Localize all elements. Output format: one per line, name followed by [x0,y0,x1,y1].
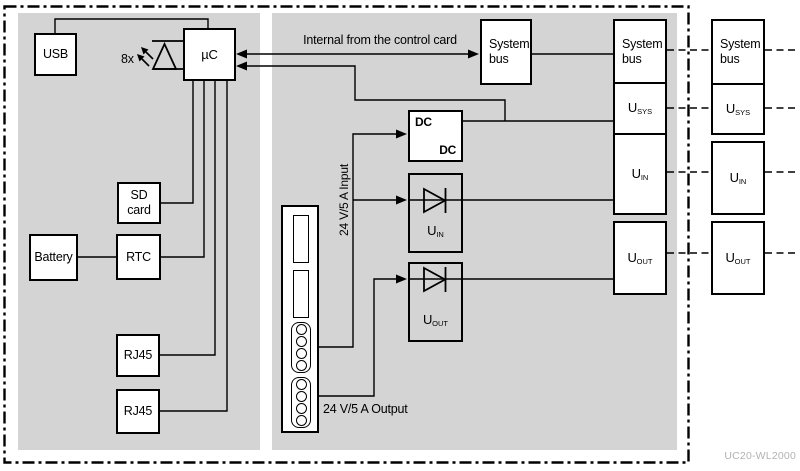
uout-diode-icon [410,266,461,293]
arrow-into-systembus-icon [468,49,479,59]
inner-system-bus-line1: System [622,36,663,51]
uin-diode-label: UIN [427,223,444,239]
battery-label: Battery [34,250,73,264]
terminal-circle [295,360,307,371]
wires [54,18,613,412]
led-count-label: 8x [121,52,134,66]
terminal-circle [295,324,307,335]
mcu-box: µC [183,28,236,81]
arrow-into-mcu-2-icon [236,61,247,71]
wire-output-uout [311,278,398,397]
inner-uout-label: UOUT [627,250,653,266]
arrowheads [236,49,479,284]
outer-usys-cell: USYS [711,82,765,135]
outer-system-bus-line1: System [720,37,761,51]
wire-mcu-sdcard [160,80,194,204]
rj45-top-label: RJ45 [123,348,153,362]
usb-box: USB [34,33,77,76]
system-bus-mid-label-line1: System [489,37,530,51]
outer-system-bus-line2: bus [720,52,740,66]
sd-card-box: SD card [117,182,161,224]
arrow-into-uin-icon [396,195,407,205]
inner-system-bus-cell: System bus [613,19,667,84]
inner-uin-label: UIN [631,165,649,182]
left-board-panel [18,13,260,450]
inner-system-bus-line2: bus [622,51,642,66]
dcdc-converter-box: DC DC [408,110,463,162]
outer-uout-cell: UOUT [711,221,765,295]
rtc-label: RTC [126,249,151,264]
outer-system-bus-cell: System bus [711,19,765,85]
main-board-panel [272,13,677,450]
uout-diode-box: UOUT [408,262,463,342]
rj45-box-bottom: RJ45 [116,389,160,434]
power-connector [281,205,319,433]
sd-card-label-line1: SD [130,188,148,202]
terminal-circle [295,403,307,414]
dashed-bus-links [667,49,799,254]
rtc-box: RTC [116,234,161,280]
watermark-label: UC20-WL2000 [724,450,796,462]
internal-bus-label: Internal from the control card [303,33,457,47]
mcu-label: µC [201,46,218,62]
device-boundary-border [3,5,690,464]
terminal-circle [295,415,307,426]
terminal-circle [295,348,307,359]
terminal-circle [295,391,307,402]
terminal-group-output [291,377,311,428]
rj45-bottom-label: RJ45 [123,404,153,418]
outer-uin-cell: UIN [711,141,765,215]
inner-usys-label: USYS [627,100,653,117]
system-bus-mid-label-line2: bus [489,52,509,66]
dcdc-label-bottom: DC [439,142,456,157]
sd-card-label-line2: card [127,203,151,217]
wire-mcu-rtc [160,80,205,258]
outer-uin-label: UIN [729,170,747,186]
wire-mcu-rj45-top [159,80,216,356]
wire-input-dcdc [311,133,398,348]
rj45-box-top: RJ45 [116,334,160,377]
connector-slot-1 [293,215,309,263]
uin-diode-icon [410,187,461,214]
system-bus-mid-box: System bus [480,19,532,85]
wire-usb-mcu [54,18,209,33]
uout-diode-label: UOUT [422,312,449,328]
inner-uin-cell: UIN [613,132,667,215]
arrow-into-mcu-1-icon [236,49,247,59]
output-24v-label: 24 V/5 A Output [323,402,408,416]
dcdc-label-top: DC [415,115,432,129]
uin-diode-box: UIN [408,173,463,253]
terminal-circle [295,379,307,390]
battery-box: Battery [29,234,78,281]
arrow-into-uout-icon [396,274,407,284]
wire-mcu-rj45-bottom [159,80,228,412]
led-icon [137,40,183,70]
outer-uout-label: UOUT [725,250,751,266]
connector-slot-2 [293,270,309,318]
terminal-circle [295,336,307,347]
wire-mcu-usys [244,65,506,121]
inner-usys-cell: USYS [613,81,667,135]
inner-uout-cell: UOUT [613,221,667,295]
arrow-into-dcdc-icon [396,129,407,139]
outer-usys-label: USYS [725,100,751,117]
terminal-group-input [291,322,311,373]
input-24v-label: 24 V/5 A Input [337,164,351,236]
usb-label: USB [42,47,69,61]
